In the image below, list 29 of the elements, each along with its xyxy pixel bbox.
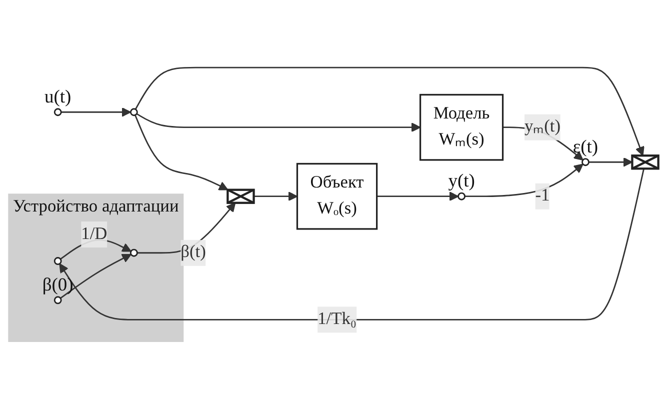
junction-circle: [458, 192, 466, 200]
arrow: [588, 157, 633, 167]
junction-circle: [54, 108, 62, 116]
arrow: [59, 168, 645, 320]
signal-label: y(t): [448, 170, 475, 191]
edge-label: -1: [535, 183, 550, 210]
junction-circle: [54, 296, 62, 304]
arrow: [464, 164, 584, 198]
arrow: [254, 192, 298, 202]
signal-label: β(0): [42, 274, 74, 294]
junction-circle: [582, 158, 590, 166]
arrow: [376, 192, 459, 202]
arrow: [61, 107, 132, 117]
block-box: Модель Wₘ(s): [419, 94, 504, 161]
signal-label: ε(t): [572, 136, 598, 156]
multiplier-box: [226, 188, 255, 204]
arrow: [134, 114, 228, 190]
junction-circle: [130, 108, 138, 116]
block-box: Объект Wₒ(s): [296, 162, 378, 230]
junction-circle: [54, 257, 62, 265]
arrow: [136, 113, 421, 132]
arrow: [60, 254, 132, 299]
junction-circle: [130, 248, 138, 257]
edge-label: yₘ(t): [524, 114, 560, 140]
arrow: [134, 66, 644, 156]
edge-label: 1/D: [81, 224, 108, 244]
multiplier-box: [631, 154, 660, 170]
signal-label: u(t): [44, 86, 72, 106]
edge-label: 1/Tk₀: [318, 310, 356, 328]
